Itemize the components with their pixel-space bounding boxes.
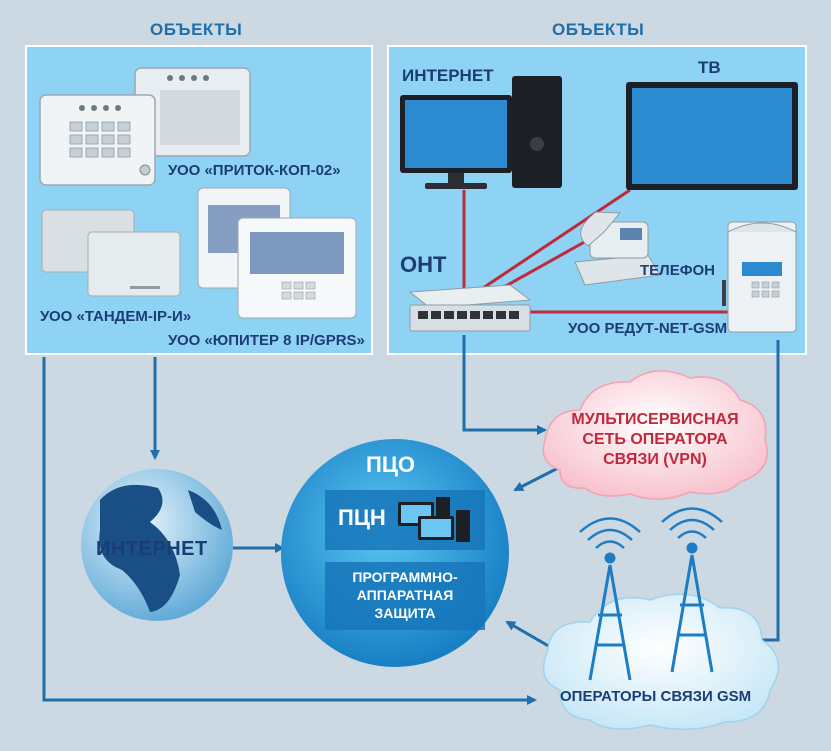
gsm-tower-left (579, 517, 641, 681)
vpn-cloud (542, 370, 768, 500)
label-vpn: МУЛЬТИСЕРВИСНАЯ СЕТЬ ОПЕРАТОРА СВЯЗИ (VP… (555, 410, 755, 470)
label-protection-line1: ПРОГРАММНО- (352, 569, 458, 585)
telephone (574, 211, 661, 286)
label-jupiter: УОО «ЮПИТЕР 8 IP/GPRS» (168, 332, 365, 349)
label-pritok: УОО «ПРИТОК-КОП-02» (168, 162, 341, 179)
label-vpn-line3: СВЯЗИ (VPN) (603, 451, 707, 468)
desktop-computer (400, 76, 562, 189)
label-ont: ОНТ (400, 252, 447, 277)
label-pcn: ПЦН (338, 505, 386, 530)
label-protection: ПРОГРАММНО- АППАРАТНАЯ ЗАЩИТА (325, 568, 485, 622)
pco-circle (281, 439, 509, 667)
label-phone: ТЕЛЕФОН (640, 262, 715, 279)
label-globe-internet: ИНТЕРНЕТ (96, 538, 208, 560)
tv (626, 82, 798, 190)
ont-switch (408, 284, 532, 332)
gsm-tower-right (661, 507, 723, 673)
jupiter-panel-front (237, 217, 357, 319)
label-protection-line2: АППАРАТНАЯ (356, 587, 454, 603)
right-objects-header: ОБЪЕКТЫ (552, 20, 645, 39)
label-protection-line3: ЗАЩИТА (374, 605, 436, 621)
pritok-keypad-front (39, 94, 156, 186)
label-tv: ТВ (698, 58, 721, 77)
label-internet-computer: ИНТЕРНЕТ (402, 66, 494, 85)
redut-device (722, 221, 797, 333)
label-vpn-line2: СЕТЬ ОПЕРАТОРА (582, 431, 728, 448)
label-vpn-line1: МУЛЬТИСЕРВИСНАЯ (571, 411, 739, 428)
label-tandem: УОО «ТАНДЕМ-IP-И» (40, 308, 192, 325)
gsm-cloud (542, 593, 779, 731)
internet-globe (81, 469, 233, 621)
ont-wires (462, 188, 735, 314)
label-redut: УОО РЕДУТ-NET-GSM (568, 320, 728, 337)
left-objects-header: ОБЪЕКТЫ (150, 20, 243, 39)
label-pco: ПЦО (366, 452, 415, 477)
tandem-device-front (87, 231, 181, 297)
label-gsm: ОПЕРАТОРЫ СВЯЗИ GSM (560, 688, 752, 705)
